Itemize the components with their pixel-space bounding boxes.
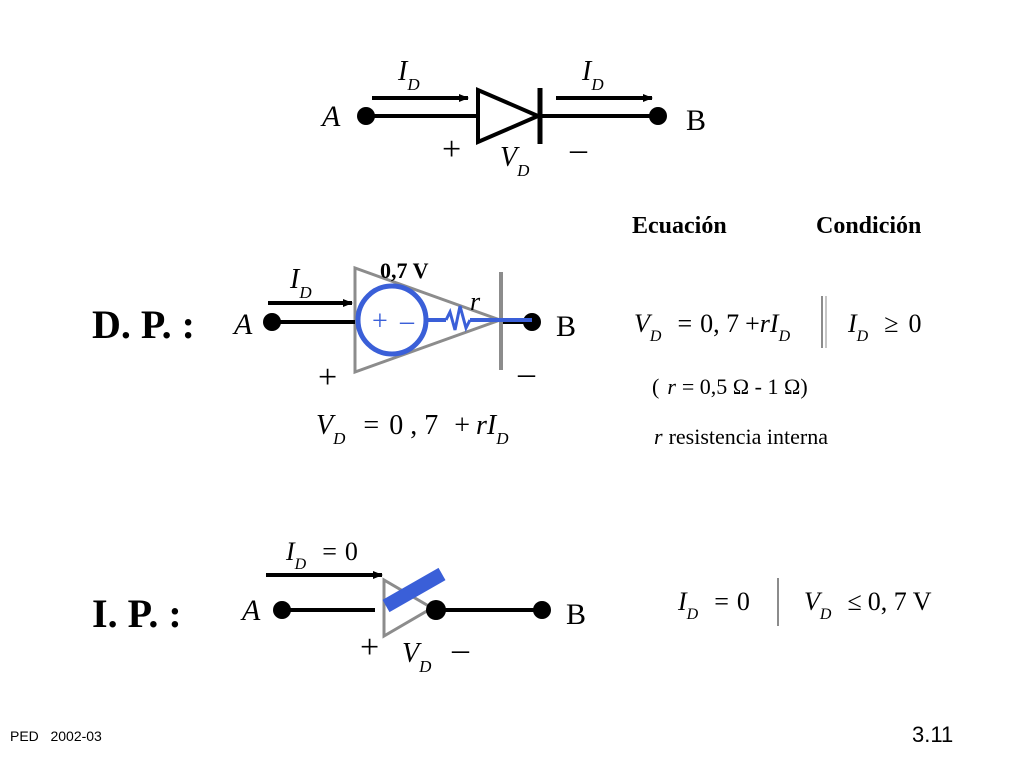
diode-symbol-group: ID ID A B + – VD bbox=[320, 56, 706, 180]
dp-polarity-minus: – bbox=[517, 355, 536, 392]
voltage-label: VD bbox=[500, 142, 530, 180]
header-ecuacion: Ecuación bbox=[632, 213, 727, 239]
ip-polarity-plus: + bbox=[360, 629, 379, 666]
dp-label: D. P. : bbox=[92, 302, 195, 347]
dp-node-a-dot bbox=[263, 313, 281, 331]
node-b-dot bbox=[649, 107, 667, 125]
header-condicion: Condición bbox=[816, 213, 921, 239]
dp-condition: ID≥0 bbox=[847, 309, 922, 345]
ip-equation: ID=0 bbox=[677, 587, 750, 623]
dp-source-plus: + bbox=[372, 306, 388, 337]
ip-node-b-label: B bbox=[566, 598, 586, 631]
dp-equation: VD=0, 7+rID bbox=[634, 309, 791, 345]
ip-polarity-minus: – bbox=[451, 631, 470, 668]
current-label-right: ID bbox=[581, 56, 604, 94]
dp-source-value: 0,7 V bbox=[380, 258, 429, 283]
polarity-minus: – bbox=[569, 131, 588, 168]
ip-open-switch-bar bbox=[382, 567, 446, 613]
dp-polarity-plus: + bbox=[318, 359, 337, 396]
dp-resistor-zigzag bbox=[444, 305, 472, 333]
ip-current-eq: ID=0 bbox=[285, 537, 358, 573]
ip-condition: VD≤0, 7 V bbox=[804, 587, 932, 623]
ip-voltage-label: VD bbox=[402, 638, 432, 676]
dp-node-b-label: B bbox=[556, 310, 576, 343]
dp-resistor-label: r bbox=[470, 287, 481, 316]
ip-model: I. P. : ID=0 A B + – VD ID=0 VD≤0, 7 V bbox=[92, 537, 932, 676]
polarity-plus: + bbox=[442, 131, 461, 168]
dp-source-minus: – bbox=[399, 306, 415, 337]
node-a-label: A bbox=[320, 100, 341, 133]
ip-cathode-dot bbox=[426, 600, 446, 620]
dp-voltage-source-circle bbox=[355, 283, 429, 357]
current-label-left: ID bbox=[397, 56, 420, 94]
node-b-label: B bbox=[686, 104, 706, 137]
ip-node-b-dot bbox=[533, 601, 551, 619]
dp-node-a-label: A bbox=[232, 308, 253, 341]
node-a-dot bbox=[357, 107, 375, 125]
diode-triangle bbox=[476, 86, 544, 146]
footer-page-number: 3.11 bbox=[912, 722, 953, 747]
ip-label: I. P. : bbox=[92, 591, 182, 636]
ip-node-a-dot bbox=[273, 601, 291, 619]
ip-node-a-label: A bbox=[240, 594, 261, 627]
dp-model-formula: VD=0 , 7+rID bbox=[316, 410, 509, 448]
dp-r-range: (r= 0,5 Ω - 1 Ω) bbox=[652, 374, 808, 399]
dp-current-label: ID bbox=[289, 264, 312, 302]
footer-course: PED 2002-03 bbox=[10, 728, 102, 744]
dp-model: D. P. : + – 0,7 V r ID A B + – VD=0 , 7+… bbox=[92, 258, 922, 449]
